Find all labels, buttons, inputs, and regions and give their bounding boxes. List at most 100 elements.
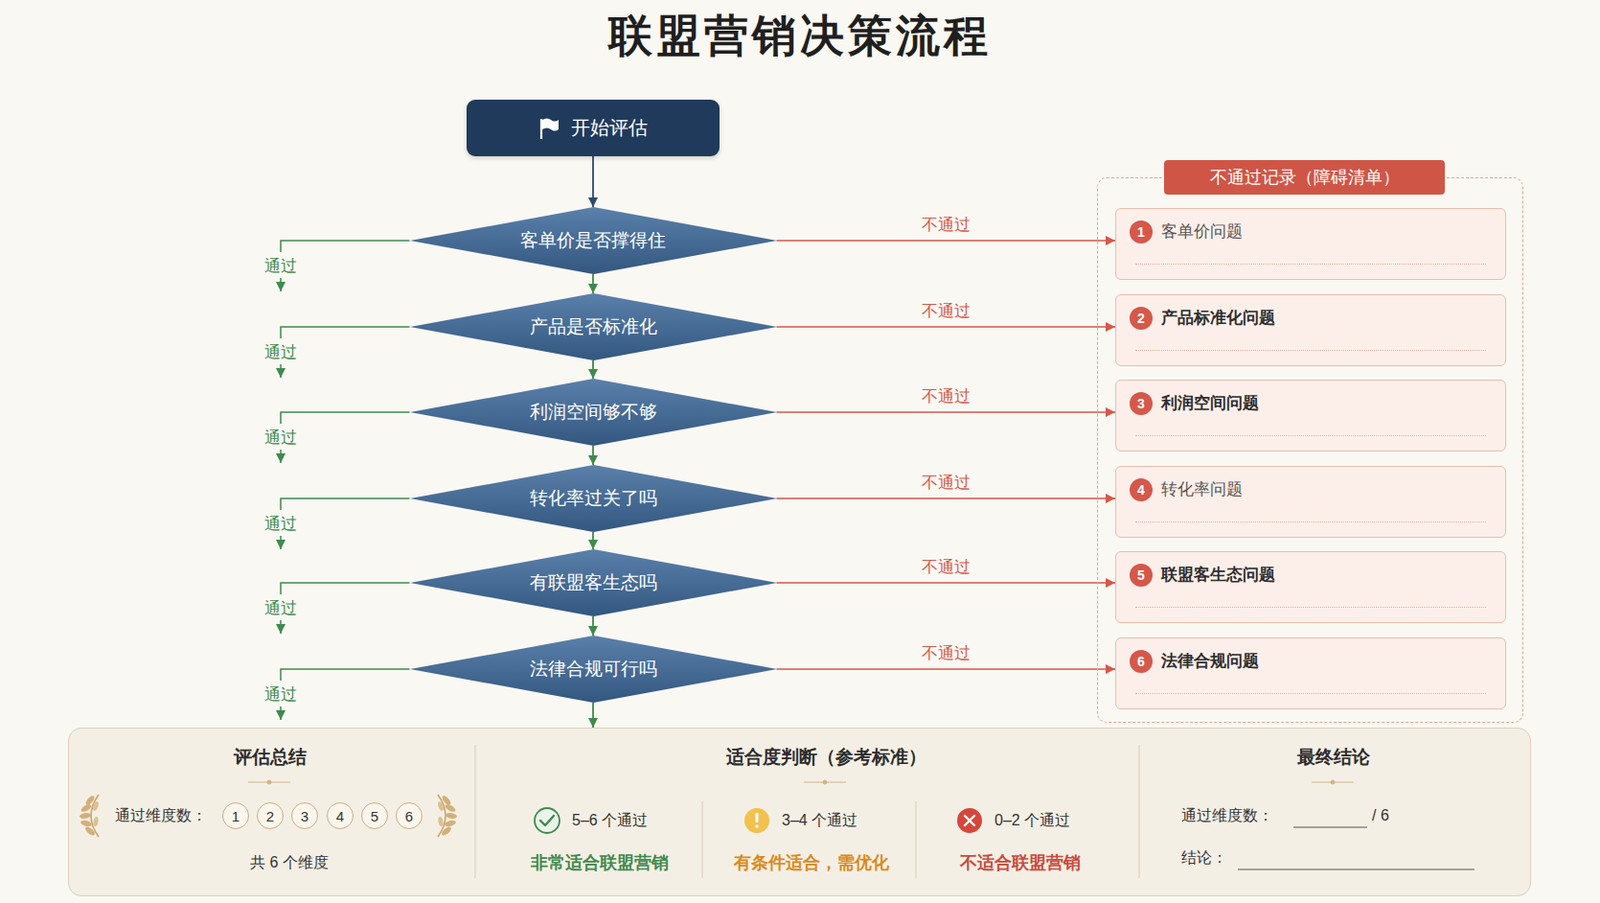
fail-label: 不通过 (921, 213, 971, 236)
decision-diamond: 客单价是否撑得住 (410, 206, 778, 275)
fail-label: 不通过 (921, 555, 971, 578)
pass-label: 通过 (264, 683, 298, 706)
section-dividers (475, 744, 1140, 878)
group-heading: 不通过记录（障碍清单） (1164, 160, 1445, 195)
summary-text: 3–4 个通过 (781, 810, 858, 831)
pass-branch (280, 326, 411, 339)
pass-arrow-stub (279, 277, 282, 292)
fail-arrow (777, 239, 1117, 242)
barrier-box: 5联盟客生态问题 (1115, 550, 1507, 623)
dimension-number: 4 (326, 801, 354, 829)
barrier-label: 利润空间问题 (1161, 391, 1259, 415)
flow-arrow (592, 445, 595, 465)
flow-arrow (592, 616, 595, 636)
flow-arrow (592, 360, 595, 379)
dotted-rule (1135, 263, 1486, 265)
diamond-fill (410, 378, 778, 446)
summary-text: 通过维度数： (114, 805, 207, 826)
diamond-fill (410, 206, 778, 275)
node-label: 产品是否标准化 (529, 314, 658, 340)
node-label: 利润空间够不够 (529, 399, 658, 425)
dotted-rule (1135, 692, 1486, 694)
heading-ornaments (248, 779, 1354, 784)
flow-arrow (592, 274, 595, 294)
fail-label: 不通过 (921, 299, 971, 322)
node-label: 客单价是否撑得住 (520, 228, 666, 253)
decision-diamond: 利润空间够不够 (410, 378, 778, 446)
pass-arrow-stub (279, 619, 282, 634)
barrier-label: 法律合规问题 (1161, 649, 1259, 673)
node-label: 法律合规可行吗 (529, 656, 658, 682)
dotted-rule (1135, 521, 1486, 523)
callout-number: 3 (1129, 391, 1153, 415)
decision-diamond: 法律合规可行吗 (410, 635, 778, 703)
fail-arrow (777, 667, 1117, 670)
pass-branch (280, 411, 411, 424)
panel-ground (68, 727, 1532, 896)
pass-label: 通过 (264, 254, 298, 277)
pass-branch (280, 582, 411, 595)
node-label: 开始评估 (571, 114, 648, 141)
pass-arrow-stub (279, 706, 282, 720)
verdict-text: 有条件适合，需优化 (733, 850, 890, 874)
dotted-rule (1135, 434, 1486, 436)
start-box: 开始评估 (466, 99, 720, 157)
callout-number: 5 (1129, 563, 1153, 587)
summary-text: 0–2 个通过 (994, 810, 1071, 831)
barrier-box: 1 客单价问题 (1115, 207, 1507, 280)
summary-text: / 6 (1371, 806, 1390, 824)
node-label: 有联盟客生态吗 (529, 570, 658, 595)
diamond-fill (410, 293, 778, 361)
verdict-text: 非常适合联盟营销 (530, 850, 669, 874)
pass-label: 通过 (264, 341, 298, 364)
summary-text: 通过维度数： (1181, 805, 1274, 826)
check-icon (534, 807, 560, 833)
summary-text: 5–6 个通过 (571, 810, 648, 831)
fail-label: 不通过 (921, 471, 971, 494)
fail-arrow (777, 581, 1117, 584)
pass-label: 通过 (264, 512, 298, 535)
barrier-list-group: 不通过记录（障碍清单）1客单价问题2产品标准化问题3利润空间问题4转化率问题5联… (1097, 177, 1524, 723)
barrier-box: 3 利润空间问题 (1115, 379, 1507, 452)
title: 联盟营销决策流程 (608, 6, 992, 67)
section-heading: 最终结论 (1297, 744, 1371, 770)
dimension-number: 1 (222, 801, 250, 829)
pass-label: 通过 (264, 426, 298, 449)
pass-branch (280, 498, 411, 510)
dimension-number: 3 (291, 801, 319, 829)
dimension-number: 5 (361, 801, 389, 829)
fail-label: 不通过 (921, 641, 971, 664)
fail-arrow (777, 325, 1117, 328)
callout-number: 1 (1129, 220, 1153, 244)
callout-number: 4 (1129, 478, 1153, 502)
laurel-right (436, 794, 458, 837)
section-heading: 适合度判断（参考标准） (726, 744, 927, 770)
flow-arrow (592, 531, 595, 549)
fail-arrow (777, 497, 1117, 500)
decision-diamond: 有联盟客生态吗 (410, 548, 778, 617)
fail-arrow (777, 411, 1117, 413)
laurel-left (79, 794, 100, 837)
diamond-fill (410, 464, 778, 532)
blank-lines (1237, 826, 1475, 869)
decision-diamond: 转化率过关了吗 (410, 464, 778, 532)
pass-arrow-stub (279, 535, 282, 549)
callout-number: 2 (1129, 306, 1153, 330)
pass-branch (280, 240, 411, 252)
dimension-number: 2 (256, 801, 284, 829)
pass-label: 通过 (264, 596, 298, 619)
cross-icon (957, 807, 983, 833)
barrier-label: 客单价问题 (1161, 220, 1243, 244)
verdict-text: 不适合联盟营销 (960, 850, 1081, 874)
barrier-box: 4 转化率问题 (1115, 465, 1507, 538)
node-label: 转化率过关了吗 (529, 485, 658, 511)
fail-label: 不通过 (921, 385, 971, 408)
barrier-label: 转化率问题 (1161, 478, 1243, 502)
diamond-fill (410, 635, 778, 703)
pass-arrow-stub (279, 364, 282, 378)
